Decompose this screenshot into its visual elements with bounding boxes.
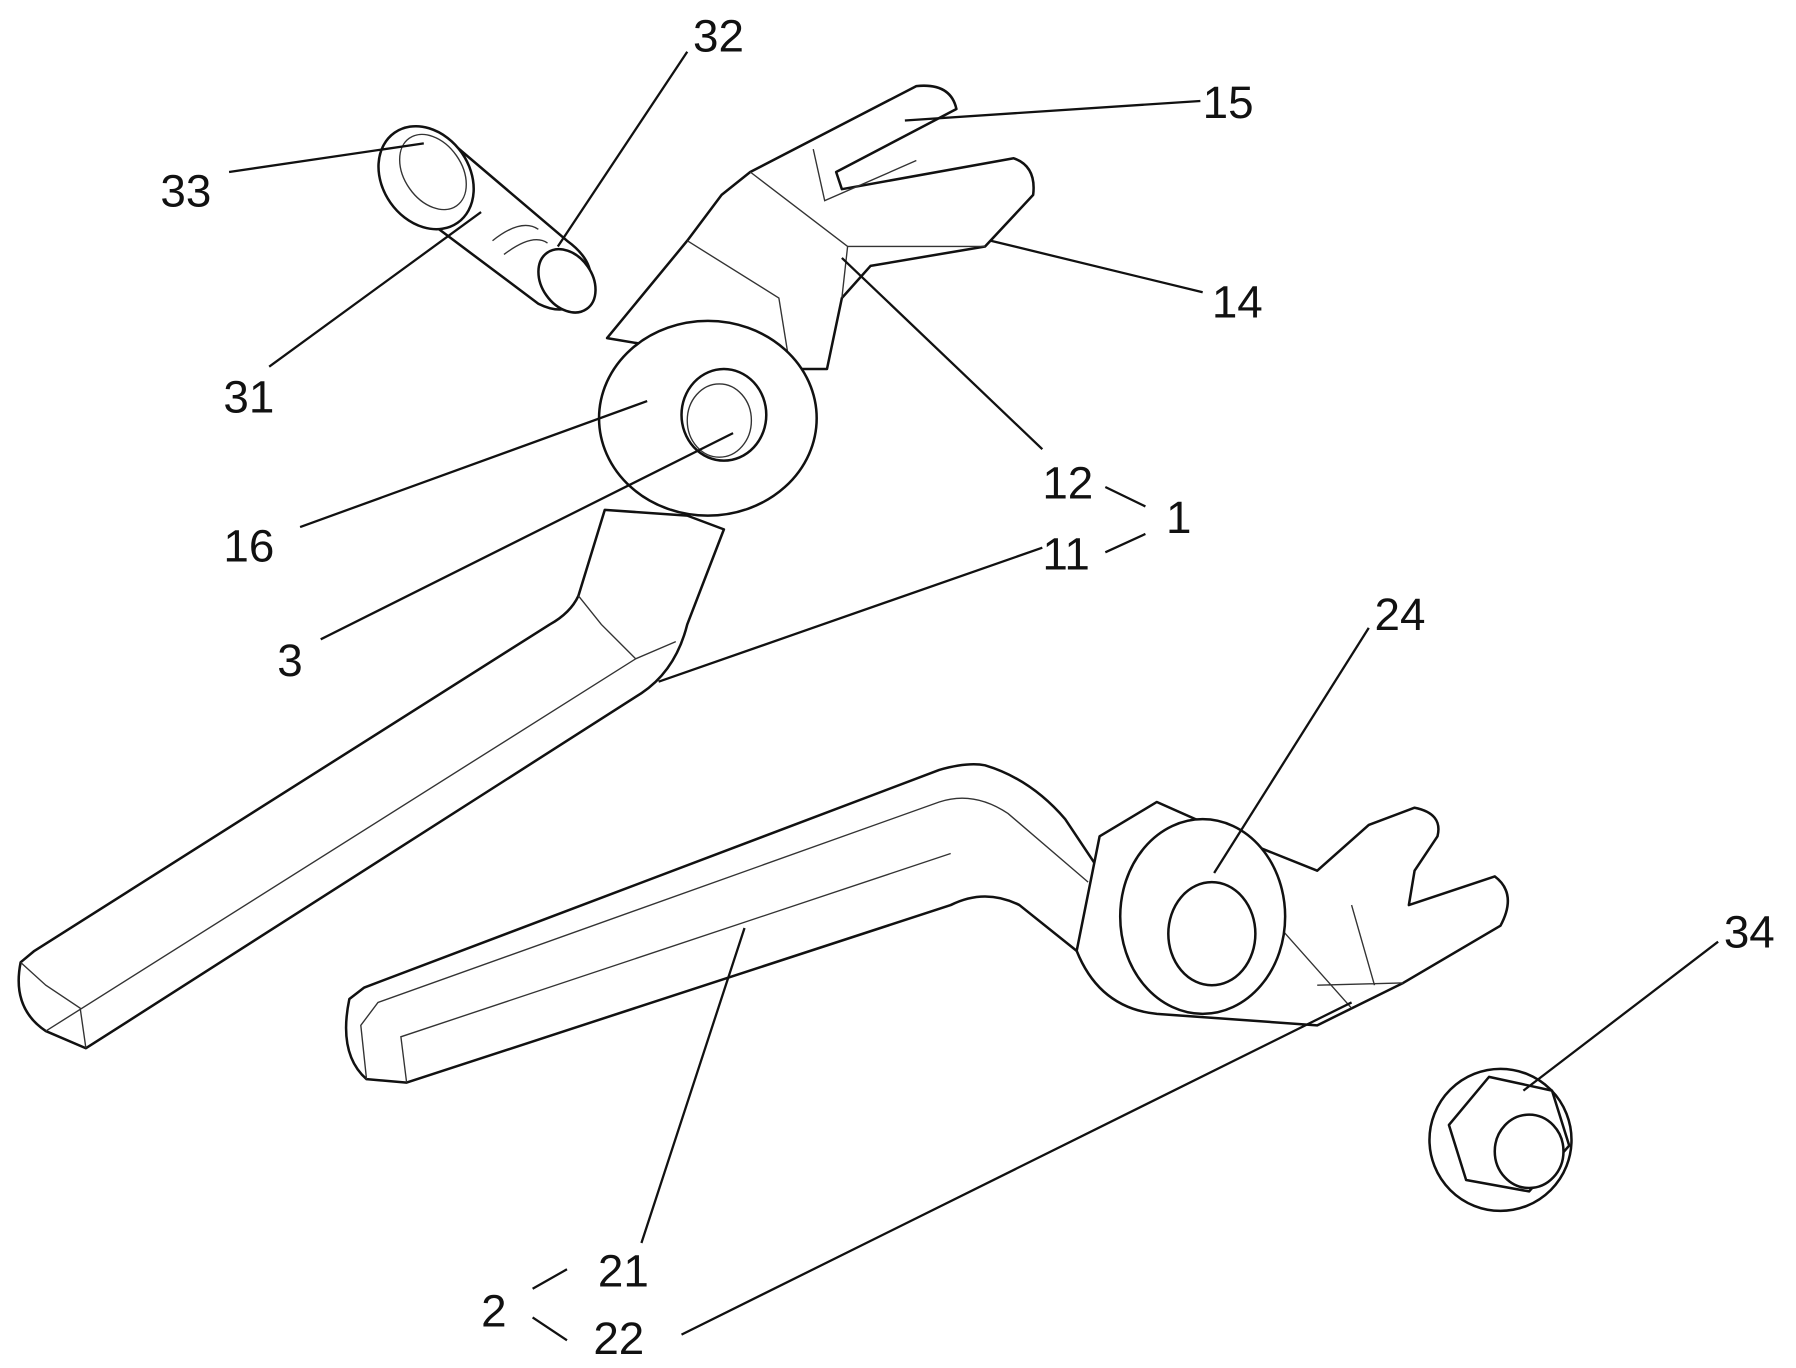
pin-31 xyxy=(359,108,607,324)
label-16: 16 xyxy=(223,520,274,571)
label-2: 2 xyxy=(481,1286,506,1337)
label-33: 33 xyxy=(160,165,211,216)
label-12: 12 xyxy=(1042,457,1093,508)
label-21: 21 xyxy=(598,1245,649,1296)
label-11: 11 xyxy=(1042,528,1090,579)
label-1: 1 xyxy=(1166,492,1191,543)
label-32: 32 xyxy=(693,11,744,62)
label-14: 14 xyxy=(1212,276,1263,327)
lever-2-handle xyxy=(346,764,1100,1082)
lever-2-hole xyxy=(1168,882,1255,985)
label-3: 3 xyxy=(277,635,302,686)
label-15: 15 xyxy=(1203,77,1254,128)
label-22: 22 xyxy=(593,1313,644,1364)
nut-bore xyxy=(1495,1115,1564,1188)
lever-1-hole xyxy=(682,369,767,461)
label-31: 31 xyxy=(223,372,274,423)
lever-2 xyxy=(346,764,1508,1082)
label-24: 24 xyxy=(1374,589,1425,640)
label-34: 34 xyxy=(1724,906,1775,957)
nut-34 xyxy=(1429,1069,1571,1211)
